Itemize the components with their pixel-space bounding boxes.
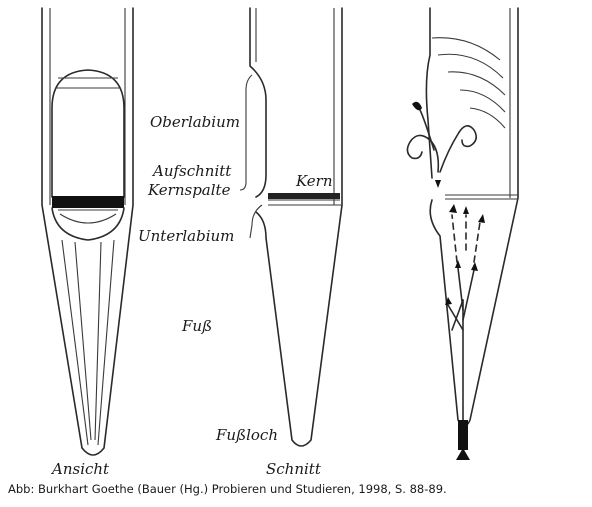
airflow-panel xyxy=(407,8,518,460)
languid-bar xyxy=(52,196,124,208)
label-aufschnitt: Aufschnitt xyxy=(151,162,232,180)
label-fuss: Fuß xyxy=(181,317,212,335)
organ-pipe-diagram: Ansicht Schnitt Oberlabium Aufschnitt Ke… xyxy=(0,0,592,480)
label-kern: Kern xyxy=(295,172,333,190)
section-panel xyxy=(250,8,342,446)
label-schnitt: Schnitt xyxy=(266,460,322,478)
front-view-panel xyxy=(42,8,133,455)
label-oberlabium: Oberlabium xyxy=(150,113,240,131)
label-unterlabium: Unterlabium xyxy=(138,227,234,245)
label-kernspalte: Kernspalte xyxy=(147,181,231,199)
label-fussloch: Fußloch xyxy=(215,426,278,444)
unterlabium-bracket xyxy=(250,205,262,238)
figure-caption: Abb: Burkhart Goethe (Bauer (Hg.) Probie… xyxy=(8,482,588,496)
oberlabium-bracket xyxy=(240,75,252,190)
kern-block xyxy=(268,193,340,199)
label-ansicht: Ansicht xyxy=(50,460,110,478)
